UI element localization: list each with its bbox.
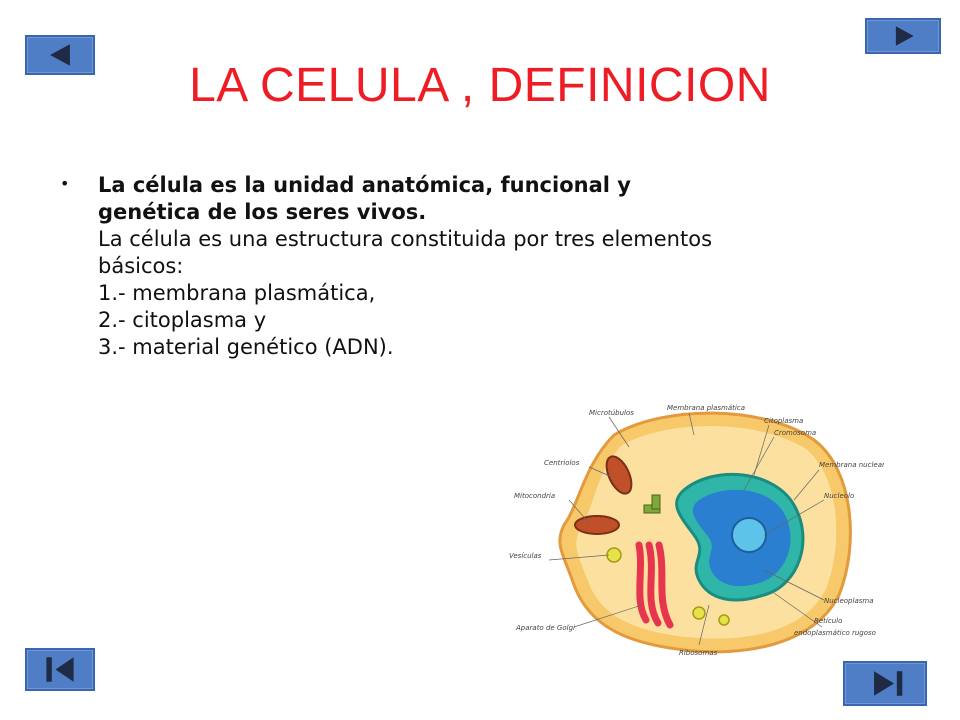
next-slide-button[interactable] bbox=[865, 18, 941, 54]
structure-line-2: básicos: bbox=[98, 254, 184, 278]
triangle-left-icon bbox=[50, 44, 70, 66]
triangle-right-icon bbox=[895, 26, 914, 46]
golgi-apparatus bbox=[635, 541, 674, 629]
nucleolus bbox=[731, 517, 767, 553]
label-reticulo: Retículo bbox=[814, 617, 842, 625]
label-membrana-nuclear: Membrana nuclear bbox=[819, 461, 884, 469]
label-microtubulos: Microtúbulos bbox=[589, 409, 634, 417]
label-mitocondria: Mitocondria bbox=[514, 492, 555, 500]
skip-to-end-icon bbox=[874, 671, 903, 696]
animal-cell-diagram: Microtúbulos Membrana plasmática Citopla… bbox=[509, 404, 884, 657]
label-aparato-golgi: Aparato de Golgi bbox=[515, 624, 575, 632]
label-membrana-plasmatica: Membrana plasmática bbox=[667, 404, 745, 412]
mitochondria-2 bbox=[574, 515, 620, 535]
label-nucleoplasma: Nucleoplasma bbox=[824, 597, 874, 605]
structure-line-1: La célula es una estructura constituida … bbox=[98, 227, 713, 251]
element-genetic-material: 3.- material genético (ADN). bbox=[98, 335, 394, 359]
label-citoplasma: Citoplasma bbox=[764, 417, 803, 425]
mitochondria bbox=[605, 455, 633, 495]
slide-title: LA CELULA , DEFINICION bbox=[189, 59, 771, 112]
definition-line-1: La célula es la unidad anatómica, funcio… bbox=[98, 173, 631, 197]
first-slide-button[interactable] bbox=[25, 648, 95, 691]
element-membrane: 1.- membrana plasmática, bbox=[98, 281, 376, 305]
definition-line-2: genética de los seres vivos. bbox=[98, 200, 427, 224]
bullet-point: • bbox=[60, 174, 70, 193]
label-reticulo-rugoso: endoplasmático rugoso bbox=[794, 629, 876, 637]
label-ribosomas: Ribosomas bbox=[679, 649, 718, 657]
slide-body: • La célula es la unidad anatómica, func… bbox=[60, 172, 890, 361]
skip-to-start-icon bbox=[46, 657, 74, 682]
bullet-text: La célula es la unidad anatómica, funcio… bbox=[98, 172, 890, 361]
last-slide-button[interactable] bbox=[843, 661, 927, 706]
previous-slide-button[interactable] bbox=[25, 35, 95, 75]
label-vesiculas: Vesículas bbox=[509, 552, 542, 560]
label-cromosoma: Cromosoma bbox=[774, 429, 816, 437]
element-cytoplasm: 2.- citoplasma y bbox=[98, 308, 267, 332]
label-nucleolo: Nucleolo bbox=[824, 492, 854, 500]
label-centriolos: Centriolos bbox=[544, 459, 580, 467]
